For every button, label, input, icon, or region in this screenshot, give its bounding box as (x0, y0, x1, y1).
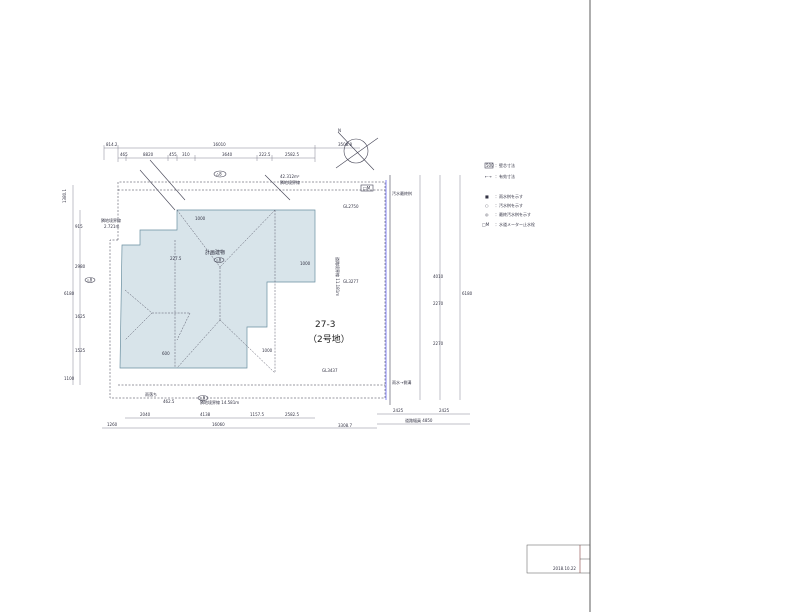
road-boundary-label: 道路境界線 11.181m (335, 257, 341, 296)
right-dim: 2270 (433, 341, 444, 346)
building-label: 計画建物 (205, 249, 225, 256)
rain-note: 雨落ち (145, 391, 157, 397)
bottom-dim: 3308.7 (338, 423, 352, 428)
right-dim: 6180 (462, 291, 473, 296)
tag-text: △8 (200, 396, 206, 401)
planned-building (119, 209, 316, 374)
tag-text: △8 (216, 172, 222, 177)
extra-dim: 462.5 (163, 399, 175, 404)
legend-text: ：汚水桝を示す (495, 202, 523, 208)
meter-text: □M (363, 186, 371, 191)
left-length: 2.721m (104, 224, 119, 229)
dim-seg: 2582.5 (285, 152, 299, 157)
tag-text: △8 (216, 258, 222, 263)
dim-offset-right: 3508.8 (338, 142, 352, 147)
left-dim: 1380.1 (62, 189, 67, 203)
water-meter: □M (360, 184, 374, 192)
bottom-dim: 2425 (439, 408, 450, 413)
dim-seg: 310 (182, 152, 190, 157)
legend-symbol: ■ (485, 194, 489, 199)
dim-seg: 465 (120, 152, 128, 157)
top-dimensions: 814.2 16010 3508.8 465 8820 455 310 3640… (103, 142, 360, 162)
title-block: 2018.10.22 (526, 544, 591, 574)
tag-top: △8 (213, 170, 227, 178)
legend-text: ：雨水桝を示す (495, 193, 523, 199)
left-dimensions: 1380.1 915 2980 6180 1625 1525 1100 △8 (62, 185, 96, 385)
lot-boundary (109, 159, 391, 405)
boundary-label-top: 隣地境界線 (280, 179, 300, 185)
dim-seg: 455 (169, 152, 177, 157)
inner-dim: 1000 (195, 216, 206, 221)
legend-text: ：最終汚水桝を示す (495, 211, 531, 217)
inner-dim: 600 (162, 351, 170, 356)
boundary-label-bottom: 隣地境界線 14.581m (200, 399, 239, 405)
gl-bottom: GL3437 (322, 368, 338, 373)
right-note: 汚水最終桝 (392, 190, 412, 196)
right-dim: 2270 (433, 301, 444, 306)
bottom-dim: 1260 (107, 422, 118, 427)
right-note: 雨水→側溝 (392, 379, 411, 385)
bottom-tag: △8 (197, 395, 209, 401)
boundary-label-left: 隣地境界線 (101, 217, 121, 223)
site-area: 42.312m² (280, 174, 300, 179)
lot-name: （2号地） (308, 333, 350, 345)
left-tag: △8 (87, 278, 93, 283)
north-label: N (338, 128, 341, 133)
left-dim: 1100 (64, 376, 75, 381)
legend-symbol: ←→ (485, 174, 492, 179)
bottom-dim: 4138 (200, 412, 211, 417)
left-dim: 6180 (64, 291, 75, 296)
road-width: 道路幅員 4850 (405, 417, 433, 423)
right-dimensions: 6180 4010 2270 2270 道路境界線 11.181m 汚水最終桝 … (335, 175, 473, 400)
dim-overall: 16010 (213, 142, 226, 147)
lot-number: 27-3 (315, 320, 335, 330)
drawing-date: 2018.10.22 (553, 566, 576, 571)
dim-seg: 8820 (143, 152, 154, 157)
legend-symbol: □M (482, 222, 490, 227)
legend: 500 ：壁芯寸法 ←→ ：有効寸法 ■ ：雨水桝を示す ○ ：汚水桝を示す ◎… (482, 162, 535, 227)
building-tag: △8 (213, 257, 225, 263)
left-dim: 1525 (75, 348, 86, 353)
left-dim: 2980 (75, 264, 86, 269)
legend-text: ：壁芯寸法 (495, 162, 515, 168)
bottom-dimensions: 2040 4138 1157.5 2582.5 2425 2425 1260 1… (102, 399, 470, 429)
bottom-dim: 2040 (140, 412, 151, 417)
gl-top: GL2750 (343, 204, 359, 209)
legend-symbol: ◎ (485, 212, 489, 217)
legend-text: ：有効寸法 (495, 173, 515, 179)
dim-seg: 222.5 (259, 152, 271, 157)
left-dim: 915 (75, 224, 83, 229)
legend-text: ：水道メーター止水栓 (495, 221, 535, 227)
legend-symbol: 500 (486, 163, 494, 168)
bottom-dim: 2425 (393, 408, 404, 413)
bottom-dim: 2582.5 (285, 412, 299, 417)
left-dim: 1625 (75, 314, 86, 319)
bottom-dim: 1157.5 (250, 412, 264, 417)
dim-offset-left: 814.2 (106, 142, 118, 147)
north-arrow-icon: N (335, 128, 379, 171)
right-dim: 4010 (433, 274, 444, 279)
gl-mid: GL3277 (343, 279, 359, 284)
bottom-dim: 16060 (212, 422, 225, 427)
legend-symbol: ○ (485, 203, 489, 208)
inner-dim: 1000 (262, 348, 273, 353)
inner-dim: 227.5 (170, 256, 182, 261)
dim-seg: 3640 (222, 152, 233, 157)
inner-dim: 1000 (300, 261, 311, 266)
